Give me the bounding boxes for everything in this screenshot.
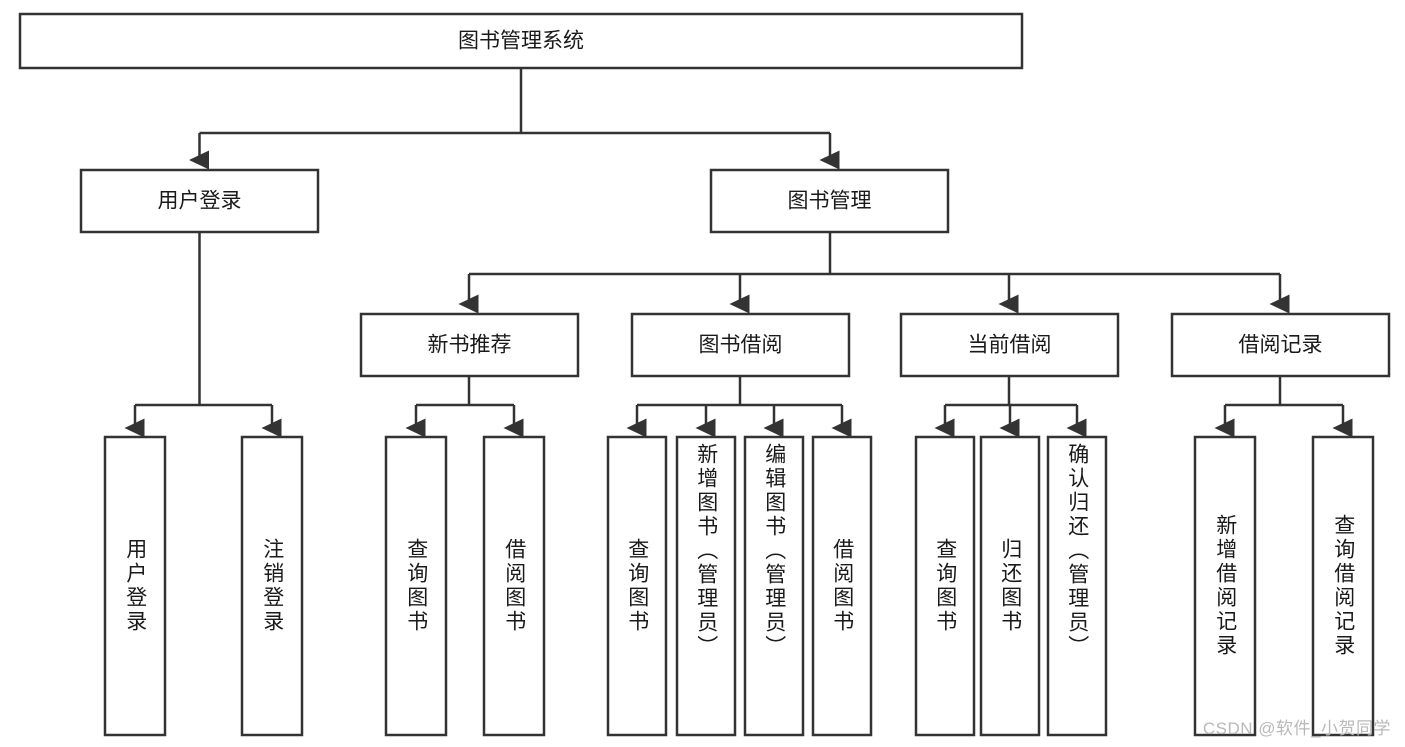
node-leaf-return-book-box[interactable] (979, 435, 1041, 737)
node-leaf-add-borrow-record-box[interactable] (1193, 435, 1257, 737)
node-leaf-borrow-book-recommend-box[interactable] (482, 435, 546, 737)
node-current-borrow-box (899, 312, 1120, 378)
node-new-book-recommend-label: 新书推荐 (428, 334, 512, 357)
node-book-manage-box (709, 168, 950, 234)
node-current-borrow-label: 当前借阅 (968, 334, 1052, 357)
node-current-borrow[interactable]: 当前借阅 (899, 312, 1120, 378)
leaf-boxes-layer (103, 435, 1375, 737)
node-leaf-query-book-current-box[interactable] (914, 435, 976, 737)
node-root-label: 图书管理系统 (458, 30, 584, 53)
node-borrow-record-label: 借阅记录 (1239, 334, 1323, 357)
node-root[interactable]: 图书管理系统 (18, 12, 1024, 70)
node-book-borrow[interactable]: 图书借阅 (630, 312, 851, 378)
node-new-book-recommend-box (359, 312, 580, 378)
node-leaf-add-book-box[interactable] (675, 435, 737, 737)
node-book-borrow-label: 图书借阅 (699, 334, 783, 357)
connectors-layer (124, 68, 1353, 438)
node-leaf-borrow-book-box[interactable] (811, 435, 873, 737)
node-user-login-box (79, 168, 320, 234)
node-leaf-query-borrow-record-box[interactable] (1311, 435, 1375, 737)
node-book-manage[interactable]: 图书管理 (709, 168, 950, 234)
node-borrow-record[interactable]: 借阅记录 (1170, 312, 1391, 378)
node-leaf-edit-book-box[interactable] (743, 435, 805, 737)
node-new-book-recommend[interactable]: 新书推荐 (359, 312, 580, 378)
node-borrow-record-box (1170, 312, 1391, 378)
node-book-manage-label: 图书管理 (788, 190, 872, 213)
node-leaf-user-logout-box[interactable] (240, 435, 304, 737)
node-leaf-query-book-recommend-box[interactable] (384, 435, 448, 737)
node-leaf-confirm-return-box[interactable] (1046, 435, 1108, 737)
watermark-text: CSDN @软件_小贺同学 (1202, 719, 1391, 738)
node-leaf-user-login-box[interactable] (103, 435, 167, 737)
node-root-box (18, 12, 1024, 70)
node-user-login[interactable]: 用户登录 (79, 168, 320, 234)
node-book-borrow-box (630, 312, 851, 378)
node-leaf-query-book-borrow-box[interactable] (606, 435, 668, 737)
node-user-login-label: 用户登录 (158, 190, 242, 213)
